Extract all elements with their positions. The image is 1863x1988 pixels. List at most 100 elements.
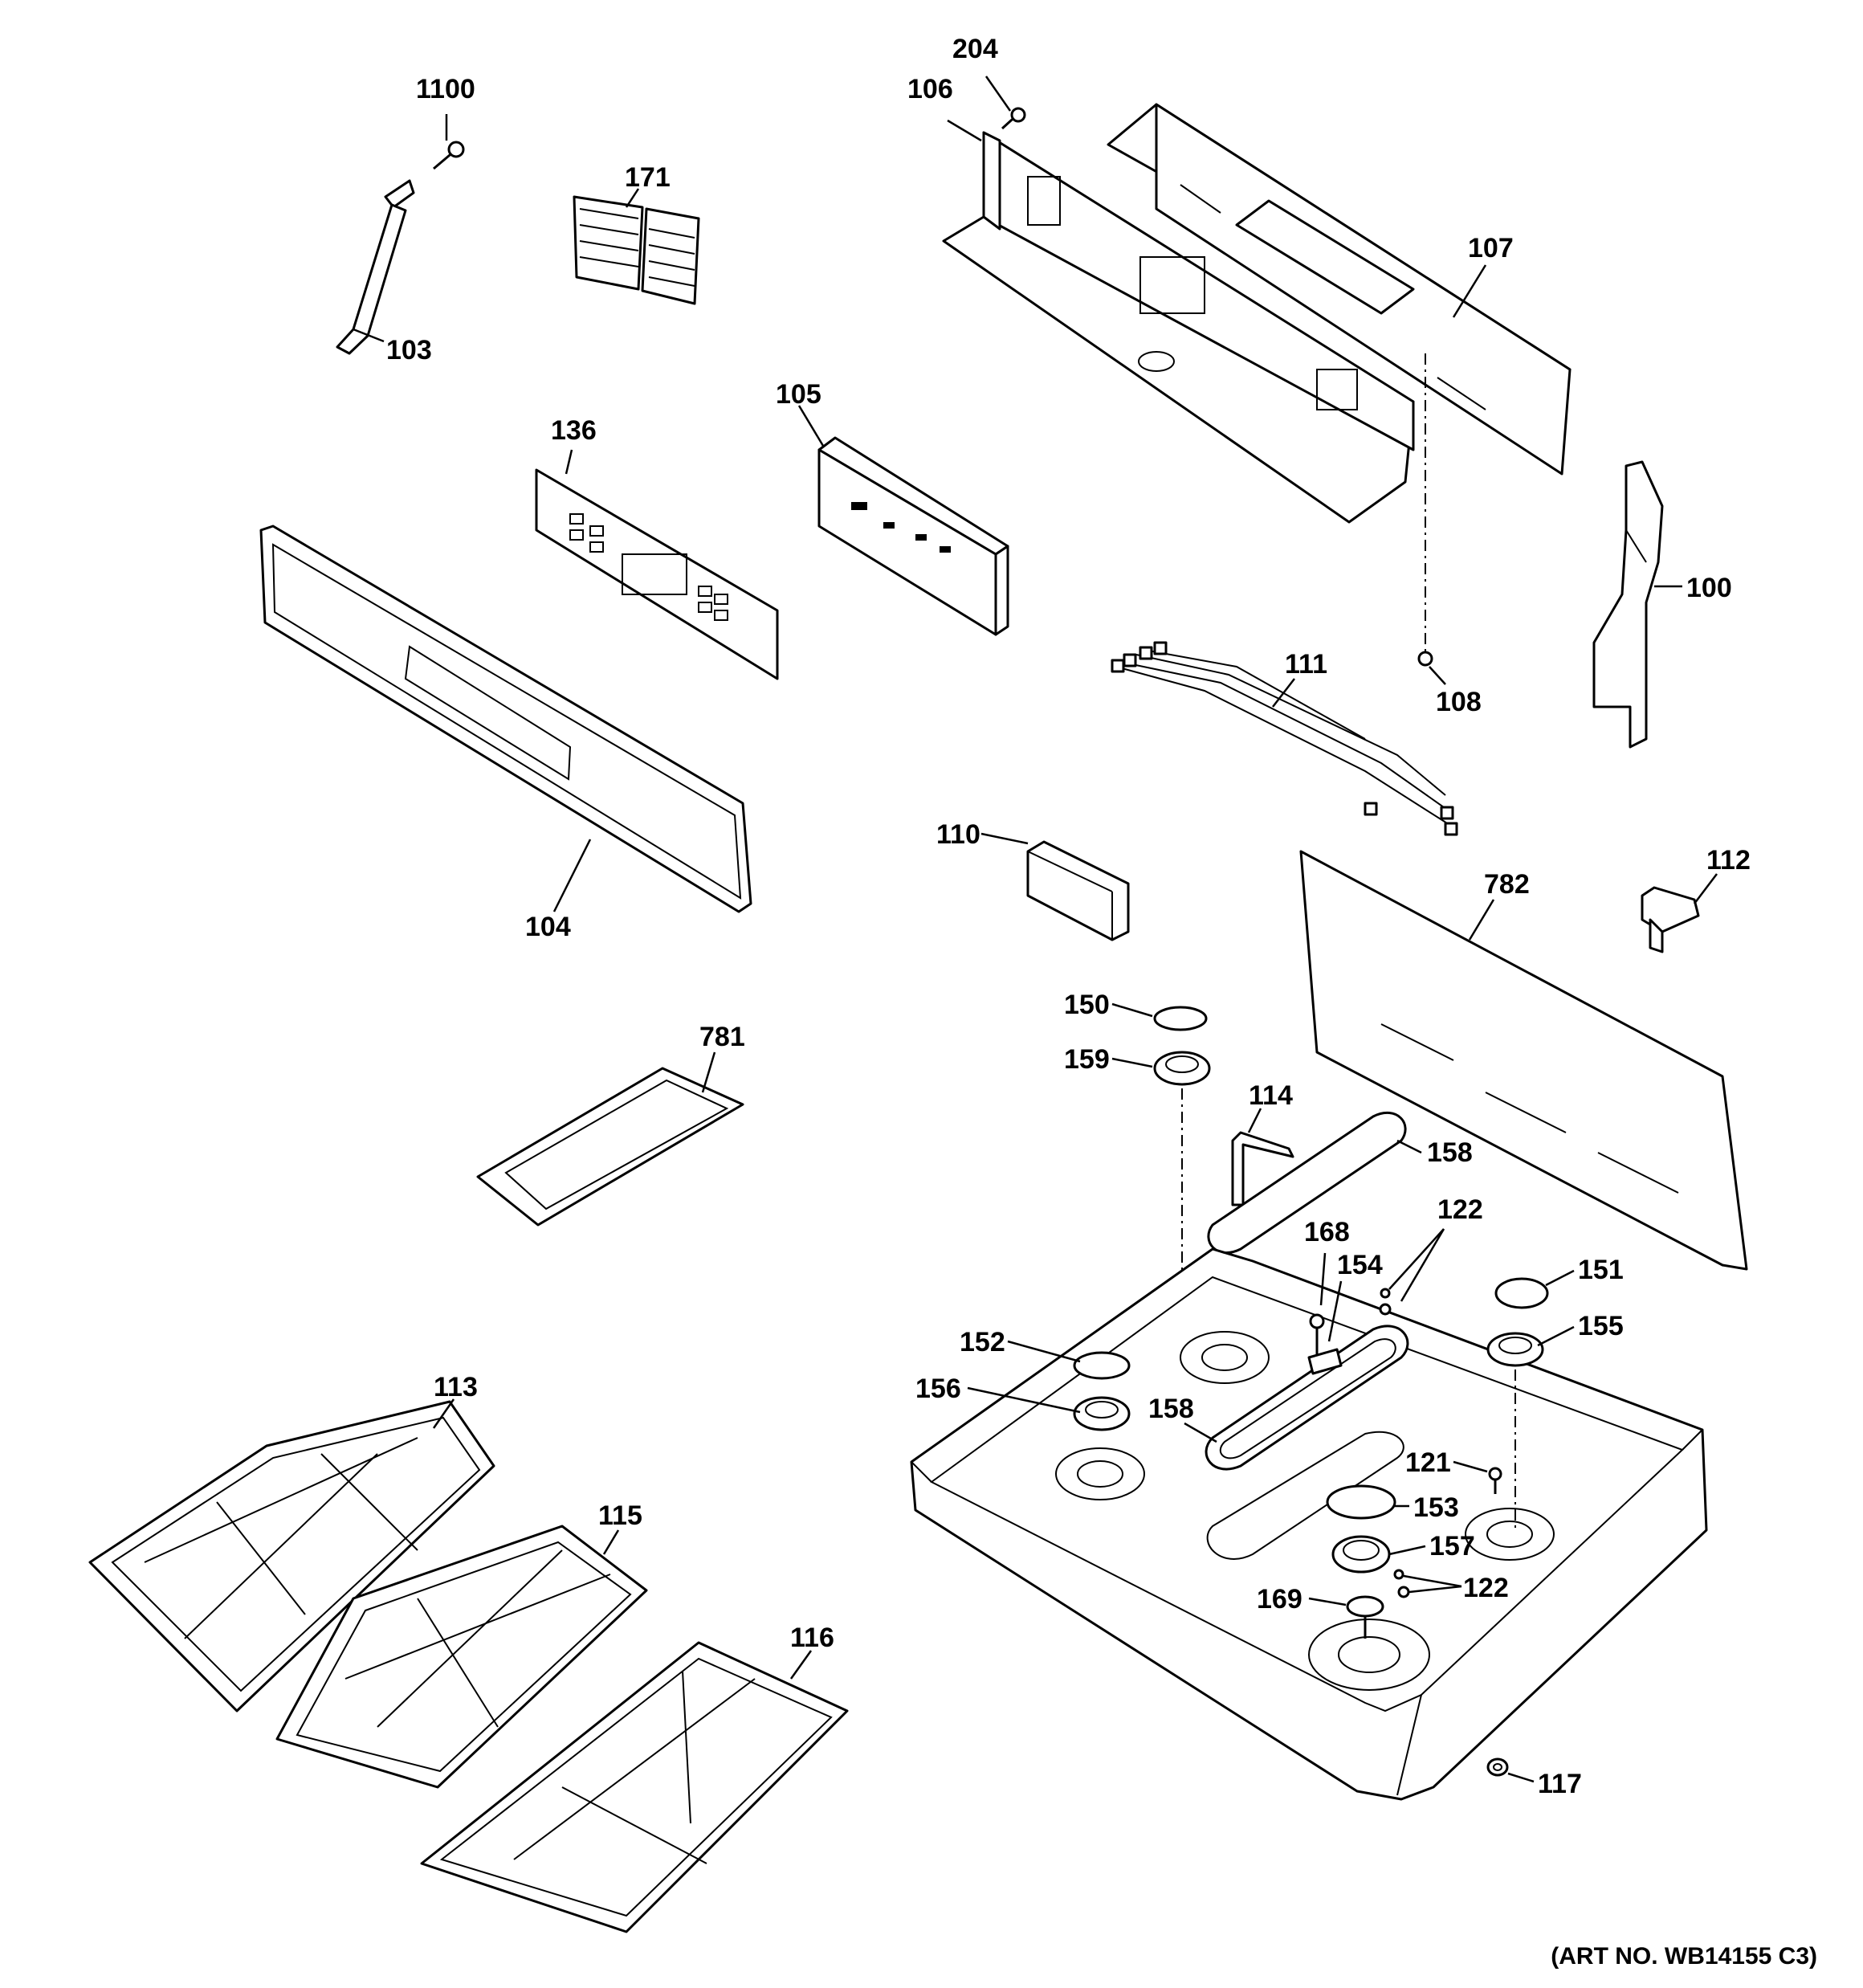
spark-module-110 xyxy=(1026,840,1130,941)
leader-136 xyxy=(565,449,573,475)
tray-781 xyxy=(476,1067,744,1227)
leader-114 xyxy=(1247,1108,1262,1133)
label-105: 105 xyxy=(776,379,821,410)
orifice-154 xyxy=(1307,1348,1343,1375)
leader-155 xyxy=(1537,1325,1575,1347)
leader-110 xyxy=(980,832,1029,845)
screw-121 xyxy=(1488,1467,1502,1494)
label-171: 171 xyxy=(625,162,671,193)
label-116: 116 xyxy=(790,1623,834,1653)
control-board-105 xyxy=(817,436,1009,636)
burner-head-159 xyxy=(1153,1051,1211,1086)
leader-122-lower-a xyxy=(1403,1574,1462,1588)
leader-111 xyxy=(1272,678,1295,708)
grate-116 xyxy=(420,1641,849,1933)
label-114: 114 xyxy=(1249,1080,1293,1111)
side-trim-100 xyxy=(1592,460,1664,749)
label-151: 151 xyxy=(1578,1255,1624,1285)
grate-115 xyxy=(275,1525,648,1789)
label-108: 108 xyxy=(1436,687,1482,717)
leader-151 xyxy=(1545,1269,1575,1287)
label-152: 152 xyxy=(960,1327,1005,1357)
label-100: 100 xyxy=(1686,573,1732,603)
leader-106 xyxy=(947,119,982,142)
leader-104 xyxy=(552,839,592,912)
leader-112 xyxy=(1694,873,1718,904)
griddle-cover-158-upper xyxy=(1207,1111,1407,1255)
label-154: 154 xyxy=(1337,1250,1383,1280)
leader-113 xyxy=(432,1398,455,1429)
leader-157 xyxy=(1388,1545,1426,1556)
back-panel-782 xyxy=(1299,850,1748,1271)
label-110: 110 xyxy=(936,819,980,850)
leader-103 xyxy=(353,328,385,343)
screw-204 xyxy=(1001,107,1026,130)
label-158-lower: 158 xyxy=(1148,1394,1194,1424)
label-159: 159 xyxy=(1064,1044,1110,1075)
label-113: 113 xyxy=(434,1372,478,1402)
leader-204 xyxy=(984,76,1012,112)
label-781: 781 xyxy=(699,1022,745,1052)
label-104: 104 xyxy=(525,912,571,942)
regulator-112 xyxy=(1641,886,1700,953)
label-169: 169 xyxy=(1257,1584,1302,1614)
label-112: 112 xyxy=(1706,845,1751,876)
label-150: 150 xyxy=(1064,990,1110,1020)
leader-105 xyxy=(797,405,825,447)
leader-782 xyxy=(1468,899,1495,941)
label-122-upper: 122 xyxy=(1437,1194,1483,1225)
leader-122-lower-b xyxy=(1408,1585,1462,1594)
label-158-upper: 158 xyxy=(1427,1137,1473,1168)
label-107: 107 xyxy=(1468,233,1514,263)
art-number-caption: (ART NO. WB14155 C3) xyxy=(1551,1943,1817,1970)
leader-122-upper-a xyxy=(1388,1228,1445,1290)
leader-116 xyxy=(789,1650,813,1680)
label-136: 136 xyxy=(551,415,597,446)
panel-106 xyxy=(942,131,1415,524)
label-153: 153 xyxy=(1413,1492,1459,1523)
griddle-burner-158-lower xyxy=(1205,1325,1409,1471)
label-117: 117 xyxy=(1538,1769,1582,1799)
label-115: 115 xyxy=(598,1500,642,1531)
bracket-103 xyxy=(336,179,415,355)
screw-122-upper xyxy=(1379,1288,1392,1316)
leader-117 xyxy=(1507,1772,1535,1783)
leader-156 xyxy=(967,1386,1081,1414)
vent-grille-171 xyxy=(573,195,700,305)
label-1100: 1100 xyxy=(416,74,475,104)
keypad-overlay-136 xyxy=(535,468,779,680)
label-121: 121 xyxy=(1405,1447,1451,1478)
leader-107 xyxy=(1452,264,1487,318)
label-106: 106 xyxy=(907,74,953,104)
leader-150 xyxy=(1111,1002,1153,1018)
label-155: 155 xyxy=(1578,1311,1624,1341)
leader-158-lower xyxy=(1184,1422,1217,1443)
screw-122-lower xyxy=(1393,1569,1410,1598)
label-782: 782 xyxy=(1484,869,1530,900)
burner-head-155 xyxy=(1486,1332,1544,1367)
label-168: 168 xyxy=(1304,1217,1350,1247)
label-157: 157 xyxy=(1429,1531,1475,1561)
label-111: 111 xyxy=(1285,649,1327,680)
leader-781 xyxy=(701,1051,716,1093)
leader-154 xyxy=(1327,1280,1343,1342)
wire-harness-111 xyxy=(1111,641,1458,836)
label-204: 204 xyxy=(952,34,998,64)
burner-169 xyxy=(1346,1595,1384,1639)
screw-168 xyxy=(1309,1313,1325,1357)
leader-158-upper xyxy=(1396,1139,1422,1154)
burner-cap-150 xyxy=(1153,1006,1208,1031)
leader-159 xyxy=(1111,1057,1153,1068)
burner-cap-151 xyxy=(1494,1277,1549,1309)
burner-head-156 xyxy=(1073,1396,1131,1431)
foot-117 xyxy=(1486,1757,1509,1777)
label-156: 156 xyxy=(915,1374,961,1404)
screw-1100 xyxy=(433,141,465,170)
leader-108 xyxy=(1429,666,1446,685)
label-103: 103 xyxy=(386,335,432,365)
label-122-lower: 122 xyxy=(1463,1573,1509,1603)
burner-cap-152 xyxy=(1073,1351,1131,1380)
screw-108 xyxy=(1417,353,1433,667)
control-panel-104 xyxy=(259,525,752,913)
